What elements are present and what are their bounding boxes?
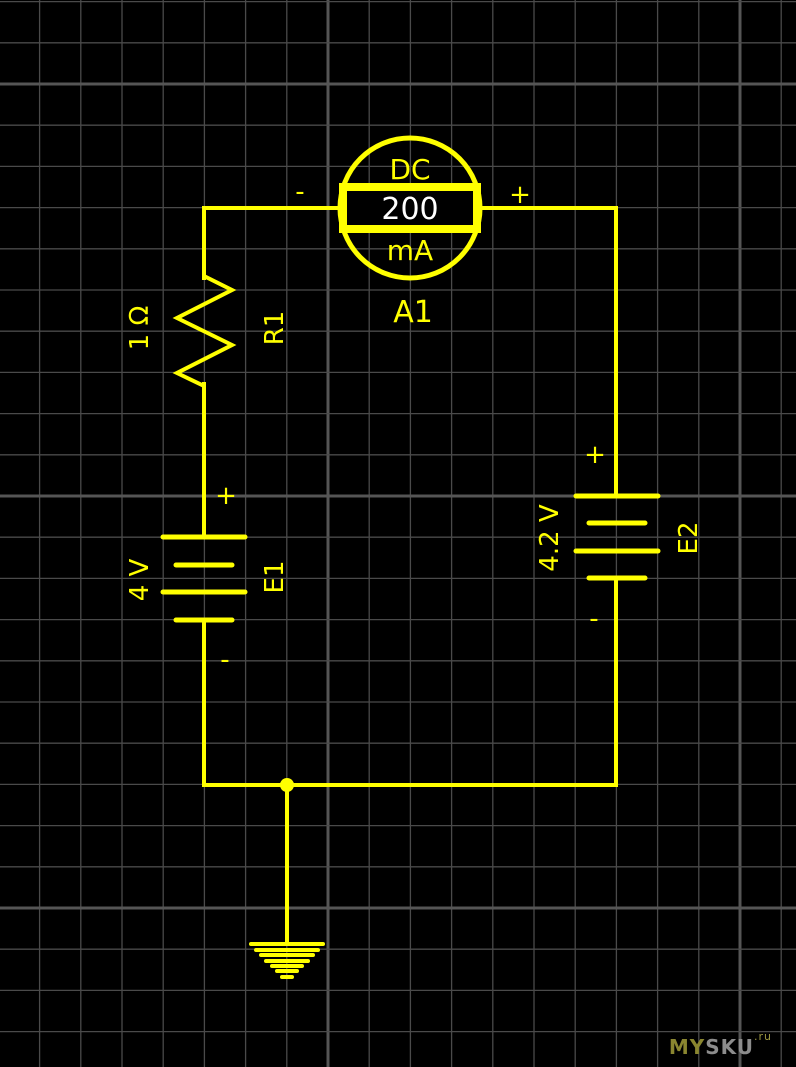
resistor-ref-label: R1 <box>260 311 290 346</box>
ammeter-unit-label: mA <box>387 234 433 267</box>
watermark-logo: MYSKU.ru <box>669 1030 772 1059</box>
watermark-ru: .ru <box>754 1030 772 1043</box>
battery-e1-value-label: 4 V <box>125 558 155 601</box>
resistor-value-label: 1 Ω <box>125 306 155 351</box>
battery-e1-plus-label: + <box>215 481 237 511</box>
battery-e2-value-label: 4.2 V <box>535 504 565 572</box>
battery-e1-cells-icon <box>160 534 248 623</box>
ammeter-display-frame <box>339 183 481 233</box>
wire-e1-bottom[interactable] <box>202 576 618 787</box>
ammeter-value-readout: 200 <box>381 192 438 227</box>
resistor-r1[interactable]: 1 Ω R1 <box>125 262 290 390</box>
battery-e2-minus-label: - <box>589 604 598 634</box>
battery-e2-plus-label: + <box>584 440 606 470</box>
battery-e1-ref-label: E1 <box>260 561 290 594</box>
battery-e2-cells-icon <box>573 493 661 581</box>
ground-icon[interactable] <box>249 942 325 979</box>
battery-e2-ref-label: E2 <box>674 522 704 555</box>
battery-e1[interactable]: + - 4 V E1 <box>125 481 290 675</box>
wire-r1-ammeter[interactable] <box>202 206 342 280</box>
ammeter-mode-label: DC <box>389 153 430 186</box>
watermark-sku: SKU <box>705 1035 754 1059</box>
junction-node[interactable] <box>280 778 294 792</box>
ammeter-a1[interactable]: DC 200 mA A1 - + <box>295 135 531 330</box>
battery-e1-minus-label: - <box>220 645 229 675</box>
battery-e2[interactable]: + - 4.2 V E2 <box>535 440 704 634</box>
wire-ammeter-e2[interactable] <box>479 206 618 497</box>
ammeter-plus-label: + <box>509 180 531 210</box>
watermark-my: MY <box>668 1035 706 1059</box>
resistor-zigzag-icon <box>172 262 237 390</box>
ammeter-minus-label: - <box>295 177 304 207</box>
wires <box>202 206 618 946</box>
ammeter-ref-label: A1 <box>393 295 433 330</box>
